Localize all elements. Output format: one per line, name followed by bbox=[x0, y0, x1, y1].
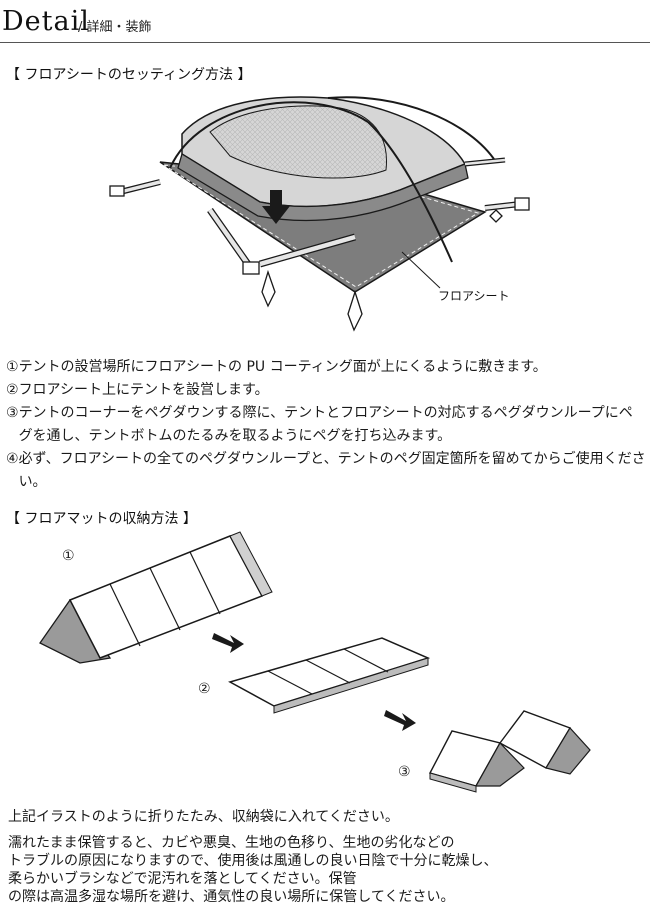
tent-bottom-band bbox=[177, 152, 469, 222]
setup-step-3: ③ テントのコーナーをペグダウンする際に、テントとフロアシートの対応するペグダウ… bbox=[6, 402, 646, 448]
arrow-right-icon bbox=[384, 710, 416, 731]
setup-step-2: ② フロアシート上にテントを設営します。 bbox=[6, 379, 646, 402]
header-divider bbox=[0, 42, 650, 43]
storage-notes: 濡れたまま保管すると、カビや悪臭、生地の色移り、生地の劣化などの トラブルの原因… bbox=[8, 834, 638, 906]
arrow-right-icon bbox=[212, 633, 244, 653]
step-number: ④ bbox=[6, 451, 19, 467]
setup-step-4: ④ 必ず、フロアシートの全てのペグダウンループと、テントのペグ固定箇所を留めてか… bbox=[6, 448, 646, 494]
note-line: トラブルの原因になりますので、使用後は風通しの良い日陰で十分に乾燥し、 bbox=[8, 853, 498, 869]
setup-step-1: ① テントの設営場所にフロアシートの PU コーティング面が上にくるように敷きま… bbox=[6, 356, 646, 379]
step-text: テントの設営場所にフロアシートの PU コーティング面が上にくるように敷きます。 bbox=[18, 359, 547, 375]
fold-step-1-label: ① bbox=[62, 548, 75, 564]
step-number: ③ bbox=[6, 405, 19, 421]
storage-caption: 上記イラストのように折りたたみ、収納袋に入れてください。 bbox=[8, 809, 399, 825]
page-title: Detail bbox=[2, 6, 90, 37]
fold-step-2-figure bbox=[228, 637, 431, 714]
step-text: 必ず、フロアシートの全てのペグダウンループと、テントのペグ固定箇所を留めてからご… bbox=[18, 451, 646, 490]
floormat-folding-illustration bbox=[39, 531, 591, 793]
floorsheet-callout: フロアシート bbox=[438, 289, 510, 303]
fold-step-2-label: ② bbox=[198, 681, 211, 697]
storage-section-heading: 【 フロアマットの収納方法 】 bbox=[6, 511, 197, 527]
down-arrow-icon bbox=[262, 190, 290, 224]
setup-steps-list: ① テントの設営場所にフロアシートの PU コーティング面が上にくるように敷きま… bbox=[6, 356, 646, 494]
page-subtitle: / 詳細・装飾 bbox=[78, 20, 152, 35]
step-text: フロアシート上にテントを設営します。 bbox=[18, 382, 269, 398]
setup-section-heading: 【 フロアシートのセッティング方法 】 bbox=[6, 67, 252, 83]
fold-step-1-figure bbox=[39, 531, 273, 664]
fold-step-3-figure bbox=[428, 710, 591, 793]
floorsheet-leader-line bbox=[401, 251, 441, 289]
tent-floorsheet-illustration bbox=[109, 96, 530, 332]
step-text: テントのコーナーをペグダウンする際に、テントとフロアシートの対応するペグダウンル… bbox=[18, 405, 633, 444]
step-number: ① bbox=[6, 359, 19, 375]
note-line: の際は高温多湿な場所を避け、通気性の良い場所に保管してください。 bbox=[8, 889, 455, 905]
fold-step-3-label: ③ bbox=[398, 764, 411, 780]
note-line: 濡れたまま保管すると、カビや悪臭、生地の色移り、生地の劣化などの bbox=[8, 835, 455, 851]
page-header: Detail / 詳細・装飾 bbox=[0, 0, 650, 44]
note-line: 柔らかいブラシなどで泥汚れを落としてください。保管 bbox=[8, 871, 357, 887]
step-number: ② bbox=[6, 382, 19, 398]
